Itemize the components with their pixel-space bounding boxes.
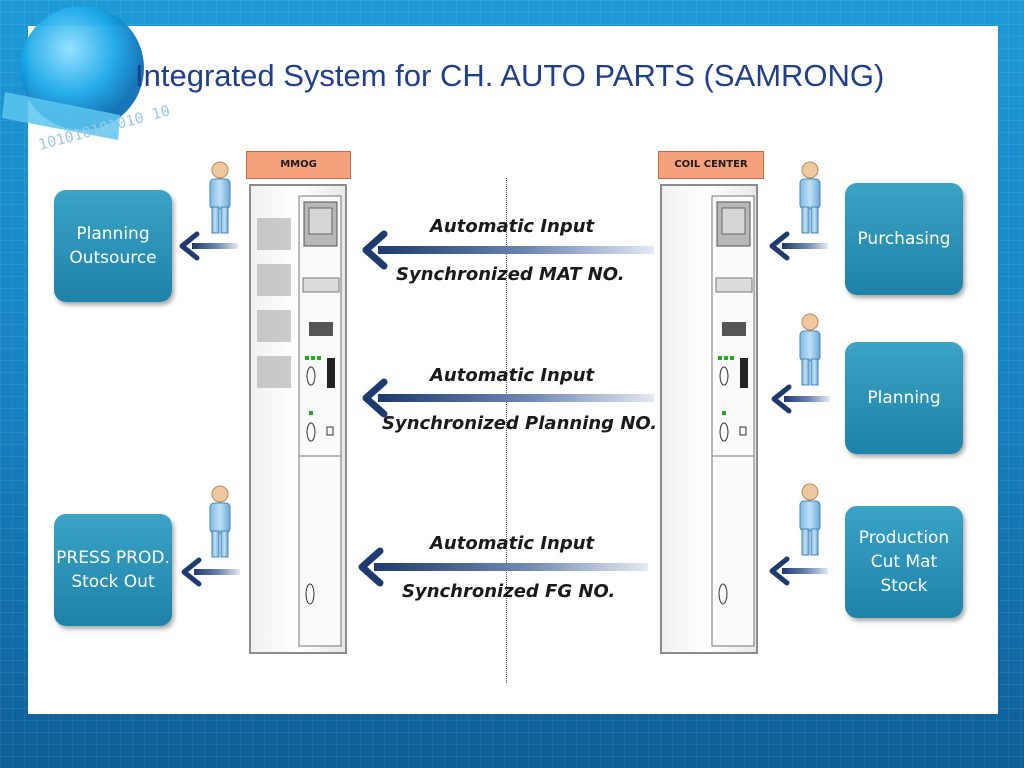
- server-rack-icon: [257, 195, 342, 647]
- flow-arrow-2: [362, 378, 654, 418]
- small-arrow-left-bottom: [181, 557, 240, 587]
- person-icon: [209, 161, 231, 234]
- slide-canvas: [28, 26, 998, 714]
- person-icon: [799, 313, 821, 386]
- center-divider: [506, 178, 507, 683]
- box-label: Purchasing: [857, 229, 951, 249]
- page-title: Integrated System for CH. AUTO PARTS (SA…: [135, 58, 885, 93]
- small-arrow-right-top: [769, 231, 828, 261]
- box-label: Planning Outsource: [69, 224, 157, 268]
- person-icon: [209, 485, 231, 558]
- flow-3-bottom-label: Synchronized FG NO.: [402, 581, 616, 602]
- flow-1-bottom-label: Synchronized MAT NO.: [396, 264, 625, 285]
- server-rack-icon: [711, 195, 755, 647]
- box-label: Planning: [867, 388, 941, 408]
- person-icon: [799, 161, 821, 234]
- flow-2-bottom-label: Synchronized Planning NO.: [382, 413, 658, 434]
- coil-center-server-cabinet: [660, 184, 758, 654]
- small-arrow-right-mid: [771, 384, 830, 414]
- person-icon: [799, 483, 821, 556]
- small-arrow-left-top: [179, 231, 238, 261]
- small-arrow-right-bottom: [769, 556, 828, 586]
- flow-2-top-label: Automatic Input: [430, 365, 595, 386]
- press-prod-stock-out-box: PRESS PROD. Stock Out: [54, 514, 172, 626]
- purchasing-box: Purchasing: [845, 183, 963, 295]
- globe-logo-icon: 101010101010 10: [2, 6, 172, 154]
- mmog-server-cabinet: [249, 184, 347, 654]
- flow-1-top-label: Automatic Input: [430, 216, 595, 237]
- box-label: PRESS PROD. Stock Out: [56, 548, 170, 592]
- coil-center-header: COIL CENTER: [658, 151, 764, 179]
- flow-arrow-3: [358, 547, 648, 587]
- production-cut-mat-stock-box: Production Cut Mat Stock: [845, 506, 963, 618]
- flow-arrow-1: [362, 230, 654, 270]
- box-label: Production Cut Mat Stock: [858, 528, 950, 596]
- flow-3-top-label: Automatic Input: [430, 533, 595, 554]
- mmog-header: MMOG: [246, 151, 351, 179]
- planning-box: Planning: [845, 342, 963, 454]
- planning-outsource-box: Planning Outsource: [54, 190, 172, 302]
